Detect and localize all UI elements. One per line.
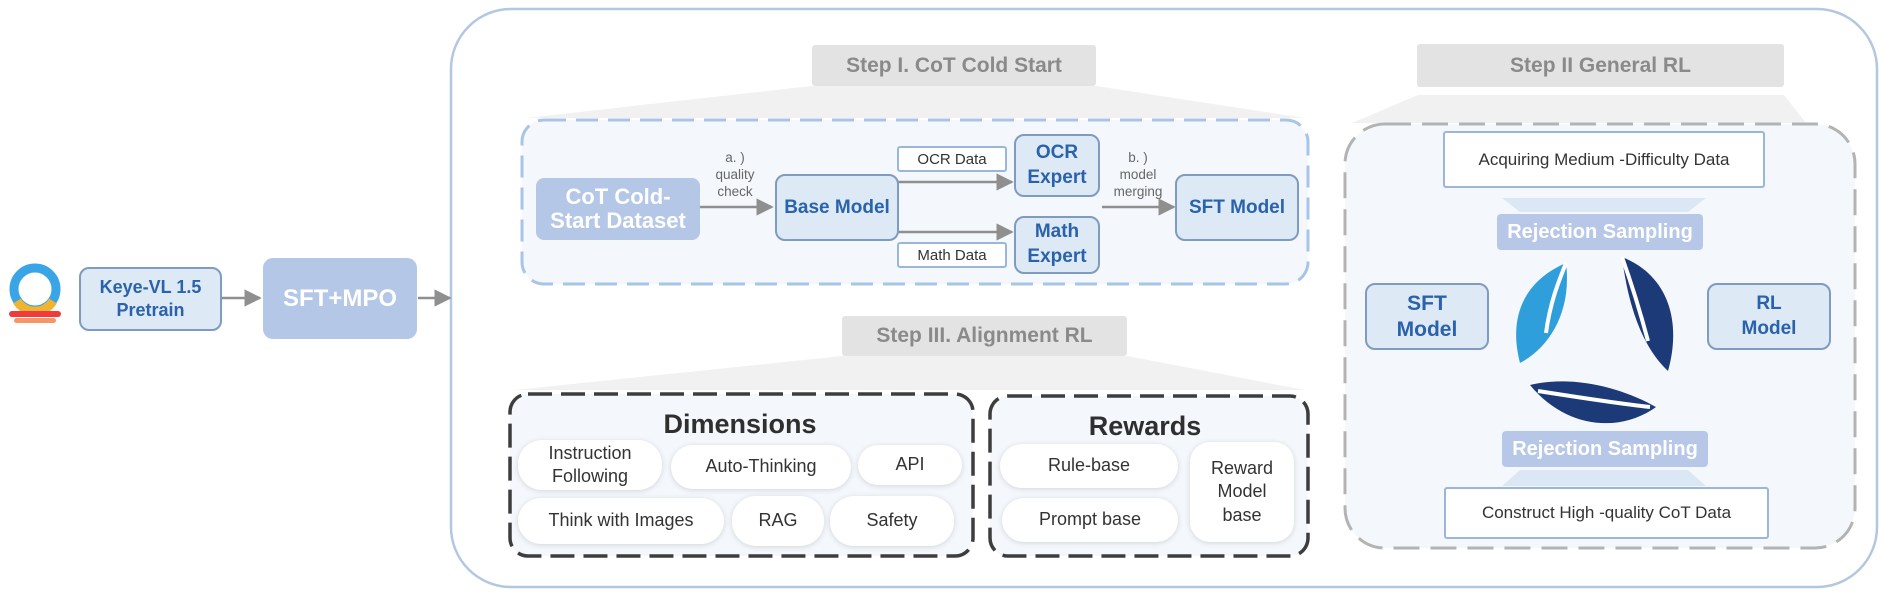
step1-trapezoid	[526, 86, 1304, 118]
ocr-expert-box: OCR Expert	[1014, 134, 1100, 197]
sft-mpo-box: SFT+MPO	[263, 258, 417, 339]
quality-check-label: a. ) quality check	[715, 150, 755, 199]
rejection-sampling-top: Rejection Sampling	[1497, 214, 1703, 250]
ocr-data-label: OCR Data	[897, 146, 1007, 172]
acquire-data-box: Acquiring Medium -Difficulty Data	[1443, 131, 1765, 188]
pretrain-box: Keye-VL 1.5 Pretrain	[79, 267, 222, 331]
step1-title: Step I. CoT Cold Start	[812, 45, 1096, 86]
step2-trapezoid	[1352, 95, 1806, 123]
dimension-pill: Safety	[830, 496, 954, 546]
rl-model-box: RL Model	[1707, 283, 1831, 350]
cot-dataset-box: CoT Cold- Start Dataset	[536, 178, 700, 240]
step3-trapezoid	[515, 356, 1305, 390]
step3-title: Step III. Alignment RL	[842, 316, 1127, 356]
dimension-pill: Instruction Following	[518, 440, 662, 490]
step1-frame	[520, 118, 1310, 286]
dimension-pill: Think with Images	[518, 498, 724, 544]
reward-pill: Prompt base	[1002, 498, 1178, 542]
reward-pill: Reward Model base	[1190, 442, 1294, 542]
sft-model-box: SFT Model	[1175, 174, 1299, 241]
keye-logo-icon	[9, 263, 61, 323]
step2-frame	[1343, 122, 1857, 550]
dimension-pill: Auto-Thinking	[671, 445, 851, 489]
dimensions-title: Dimensions	[663, 408, 817, 439]
leaf-cycle-icon	[1516, 256, 1674, 424]
dimension-pill: RAG	[732, 496, 824, 546]
base-model-box: Base Model	[775, 174, 899, 241]
funnel-bottom	[1502, 470, 1706, 486]
model-merging-label: b. ) model merging	[1113, 150, 1163, 199]
construct-data-box: Construct High -quality CoT Data	[1444, 487, 1769, 539]
step2-title: Step II General RL	[1417, 44, 1784, 87]
rejection-sampling-bottom: Rejection Sampling	[1502, 431, 1708, 467]
rewards-title: Rewards	[1088, 410, 1202, 441]
funnel-top	[1502, 198, 1706, 212]
step2-sft-model-box: SFT Model	[1365, 283, 1489, 350]
reward-pill: Rule-base	[1000, 444, 1178, 488]
math-data-label: Math Data	[897, 242, 1007, 268]
math-expert-box: Math Expert	[1014, 216, 1100, 274]
dimension-pill: API	[858, 445, 962, 485]
